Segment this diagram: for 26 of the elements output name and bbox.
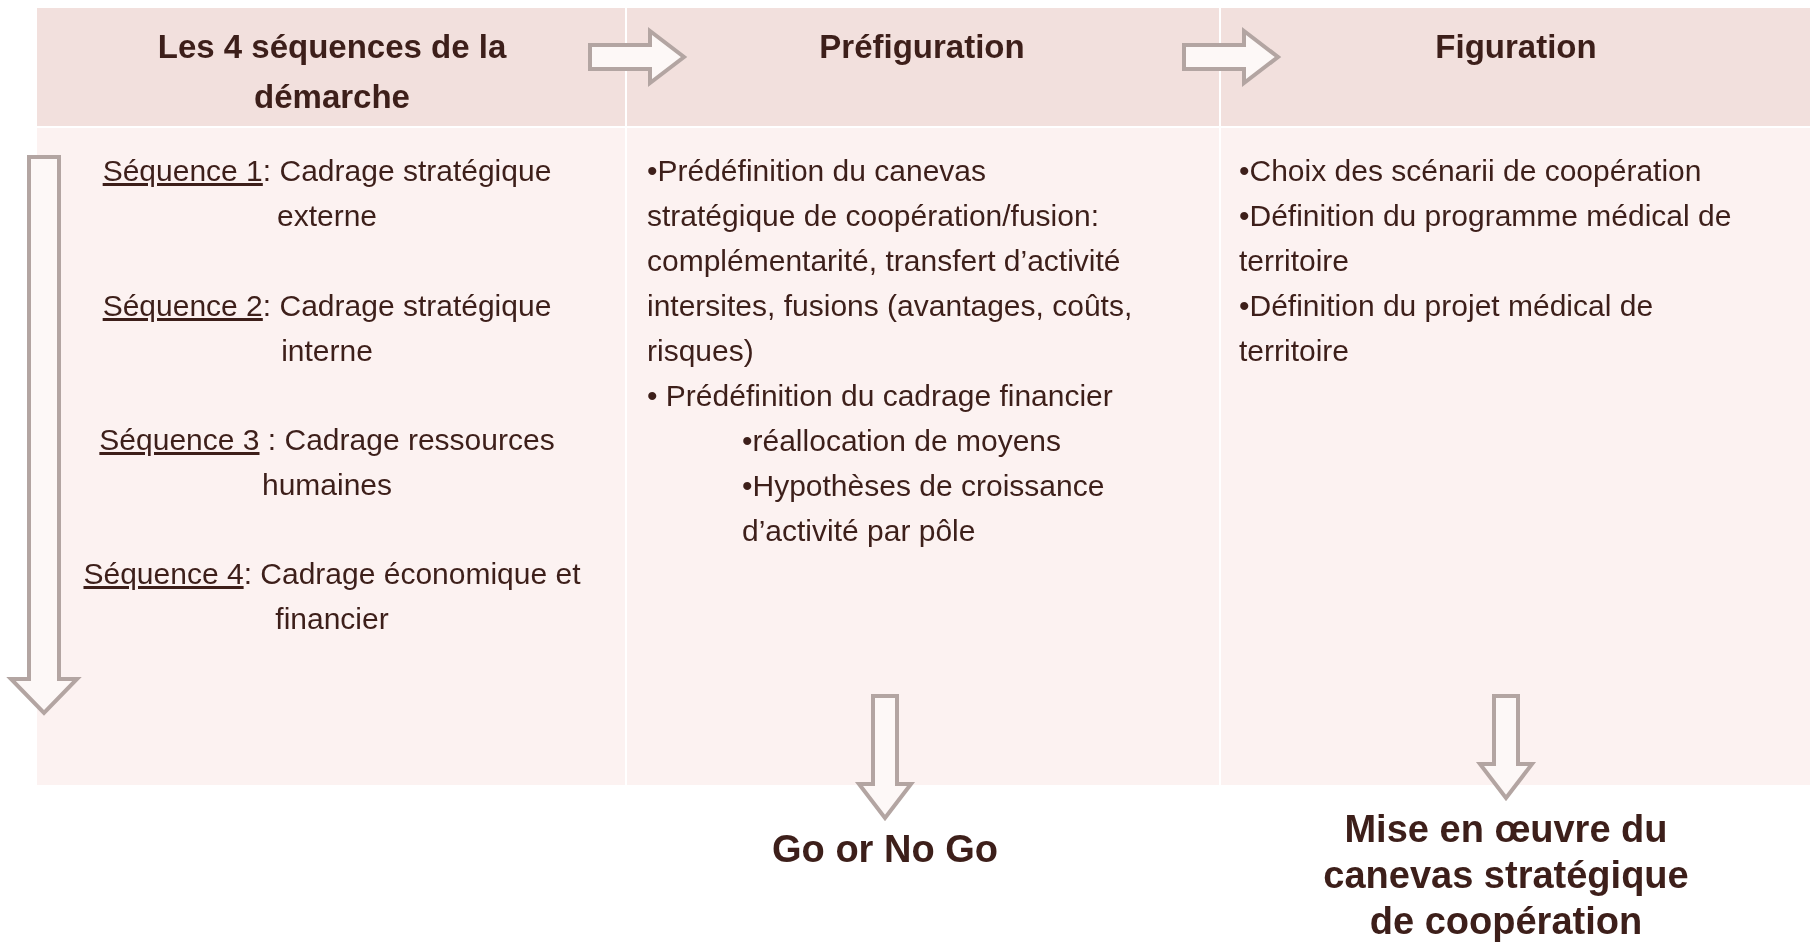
body-text: Séquence 3 : Cadrage ressources humaines [98, 422, 556, 503]
header-text: Préfiguration [818, 27, 1026, 67]
arrow [1182, 26, 1282, 88]
column-header [627, 8, 1221, 128]
column-panel [37, 128, 627, 787]
body-text: •Prédéfinition du canevas stratégique de coopération/fusion: complémentarité, transfert d’activité intersites, fusions (avantages, coûts, risques) [647, 153, 1134, 369]
column-panel [1221, 128, 1812, 787]
body-text: •Définition du programme médical de territoire [1239, 198, 1733, 279]
column-header [1221, 8, 1812, 128]
body-text: • Prédéfinition du cadrage financier [647, 378, 1114, 414]
body-text: •Choix des scénarii de coopération [1239, 153, 1703, 189]
arrow [854, 694, 916, 822]
column-header [37, 8, 627, 128]
body-text: •réallocation de moyens [742, 423, 1062, 459]
arrow [588, 26, 688, 88]
body-text: •Définition du projet médical de territoire [1239, 288, 1655, 369]
body-text: Séquence 4: Cadrage économique et financier [82, 556, 582, 637]
body-text: Séquence 2: Cadrage stratégique interne [101, 288, 553, 369]
outcome-text: Go or No Go [771, 827, 999, 872]
arrow [1475, 694, 1537, 802]
header-text: Figuration [1434, 27, 1598, 67]
body-text: •Hypothèses de croissance d’activité par pôle [742, 468, 1106, 549]
body-text: Séquence 1: Cadrage stratégique externe [101, 153, 553, 234]
column-panel [627, 128, 1221, 787]
header-text: Les 4 séquences de la démarche [156, 27, 508, 117]
outcome-text: Mise en œuvre du canevas stratégique de coopération [1322, 807, 1690, 944]
